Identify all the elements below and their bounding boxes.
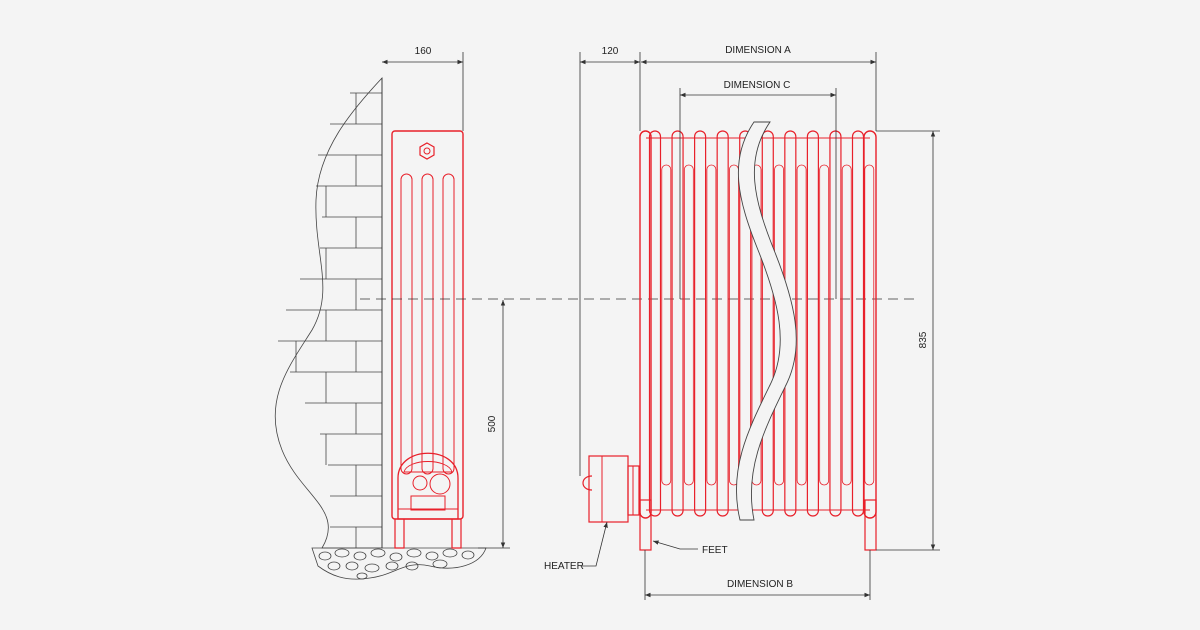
dimension-total-height: 835 [876,130,940,551]
front-heater [582,455,640,523]
front-column [761,130,774,517]
ground-stones [311,547,487,580]
right-foot [864,499,877,551]
valve-icon [419,142,435,160]
front-column [648,130,662,517]
dimension-b: DIMENSION B [644,550,871,600]
front-column [694,130,707,517]
label-heater: HEATER [544,561,584,572]
left-foot [639,499,652,551]
label-pipe-height: 500 [487,415,498,432]
brick-wall [274,76,383,549]
front-column [806,130,819,517]
dimension-c: DIMENSION C [679,80,837,299]
dimension-a: DIMENSION A [641,45,877,131]
label-side-width: 160 [415,46,432,57]
front-column [851,130,865,517]
dimension-side-width: 160 [381,46,464,548]
front-column [716,130,729,517]
label-wall-gap: 120 [602,46,619,57]
dimension-wall-gap: 120 [579,46,641,476]
label-feet: FEET [702,545,728,556]
front-view-radiator [639,121,877,551]
side-heater-housing [397,452,459,520]
side-view-radiator [391,130,464,549]
callout-heater: HEATER [544,521,608,572]
label-total-height: 835 [918,331,929,348]
dimension-pipe-height: 500 [478,300,510,549]
label-dimension-a: DIMENSION A [725,45,791,56]
front-column [671,130,684,517]
break-line [735,121,797,521]
front-column [829,130,842,517]
label-dimension-c: DIMENSION C [724,80,791,91]
label-dimension-b: DIMENSION B [727,579,793,590]
callout-feet: FEET [652,540,728,556]
